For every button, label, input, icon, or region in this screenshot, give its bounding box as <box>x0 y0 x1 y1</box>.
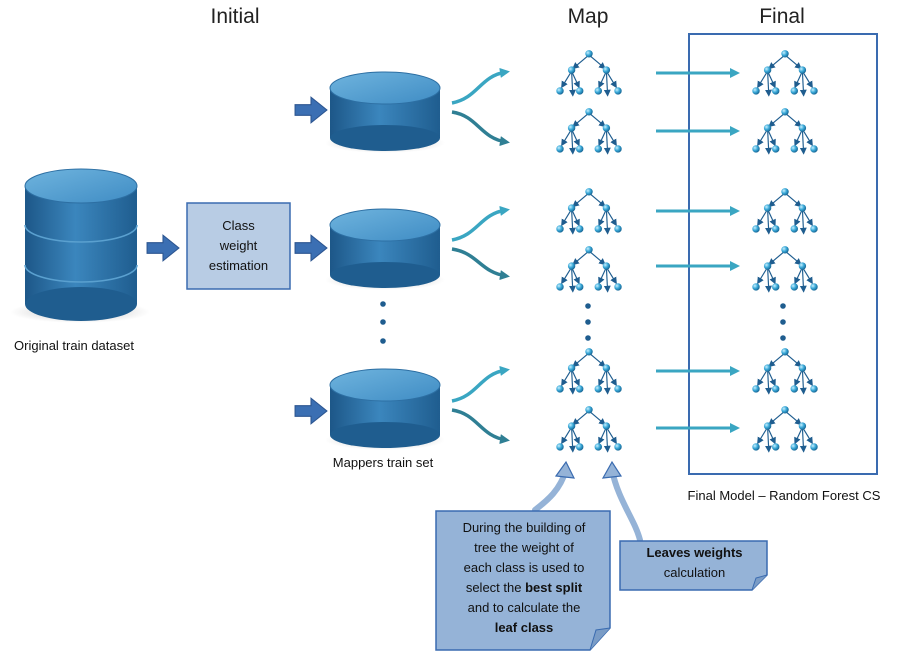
map-tree-3 <box>556 188 621 233</box>
label-mappers-train-set: Mappers train set <box>333 455 434 470</box>
arrow-to-mapper-3 <box>294 397 328 425</box>
final-model-frame <box>688 33 878 475</box>
note-split-line-3: each class is used to <box>463 560 585 575</box>
map-tree-2 <box>556 108 621 153</box>
mapper-ellipsis <box>380 301 386 344</box>
note-split-line-5: and to calculate the <box>467 600 581 615</box>
note-leaves-bold: Leaves weights <box>646 545 743 560</box>
note-split-text: During the building of tree the weight o… <box>440 518 608 638</box>
final-tree-4 <box>752 246 817 291</box>
final-tree-6 <box>752 406 817 451</box>
label-final-model: Final Model – Random Forest CS <box>688 488 881 503</box>
callout-arrow-leaves <box>609 467 643 543</box>
final-tree-ellipsis <box>780 303 786 341</box>
note-split-best-split: best split <box>525 580 583 595</box>
mapper-cylinder-2 <box>325 208 445 290</box>
curve-arrow-2-down <box>451 247 510 281</box>
class-weight-line-3: estimation <box>208 258 269 273</box>
class-weight-box <box>186 202 291 290</box>
header-initial: Initial <box>210 5 259 28</box>
note-split-leaf-class: leaf class <box>494 620 554 635</box>
arrow-to-weight-box <box>146 234 180 262</box>
note-split-line-4a: select the <box>465 580 526 595</box>
final-tree-2 <box>752 108 817 153</box>
note-leaves-line-1: Leaves weights <box>622 543 767 563</box>
final-tree-1 <box>752 50 817 95</box>
note-split-line-2: tree the weight of <box>474 540 574 555</box>
final-tree-3 <box>752 188 817 233</box>
map-tree-ellipsis <box>585 303 591 341</box>
mapper-cylinder-3 <box>325 368 445 450</box>
original-dataset-icon <box>10 168 150 323</box>
arrow-to-mapper-2 <box>294 234 328 262</box>
map-tree-6 <box>556 406 621 451</box>
curve-arrow-1-down <box>451 110 510 147</box>
note-split-line-4: select the best split <box>440 578 608 598</box>
note-leaves-line-2: calculation <box>663 565 726 580</box>
curve-arrow-3-up <box>451 365 510 403</box>
class-weight-label: Class weight estimation <box>187 216 290 276</box>
map-tree-5 <box>556 348 621 393</box>
note-split-line-6: leaf class <box>440 618 608 638</box>
header-final: Final <box>759 5 805 28</box>
mapper-cylinder-1 <box>325 71 445 153</box>
arrow-to-mapper-1 <box>294 96 328 124</box>
curve-arrow-1-up <box>451 67 510 105</box>
class-weight-line-1: Class <box>222 218 255 233</box>
final-tree-5 <box>752 348 817 393</box>
map-tree-1 <box>556 50 621 95</box>
curve-arrow-2-up <box>451 205 510 242</box>
note-leaves-text: Leaves weights calculation <box>622 543 767 583</box>
map-tree-4 <box>556 246 621 291</box>
curve-arrow-3-down <box>451 408 510 445</box>
note-split-line-1: During the building of <box>462 520 586 535</box>
label-original-dataset: Original train dataset <box>14 338 134 353</box>
header-map: Map <box>568 5 609 28</box>
class-weight-line-2: weight <box>219 238 258 253</box>
